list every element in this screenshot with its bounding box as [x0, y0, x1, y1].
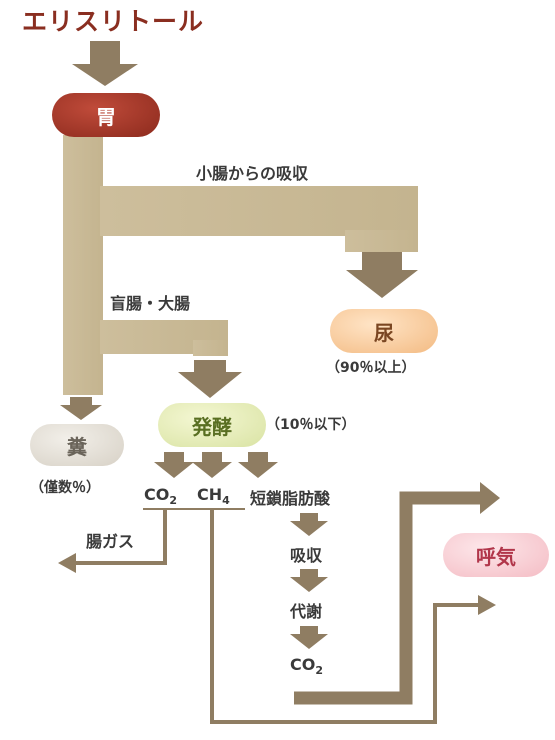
- arrow-to-urine: [346, 252, 418, 298]
- gas-flow-line: [75, 510, 167, 565]
- node-stomach: 胃: [52, 93, 160, 137]
- arrow-to-feces: [60, 397, 102, 420]
- co2-flow-line: [294, 491, 484, 705]
- arrow-absorb-metab: [290, 569, 328, 592]
- arrow-ferment-ch4: [192, 452, 232, 478]
- node-ferment: 発酵: [158, 403, 266, 447]
- branch-to-ferment: [193, 340, 228, 356]
- label-small-intestine: 小腸からの吸収: [196, 164, 309, 183]
- title: エリスリトール: [22, 7, 205, 36]
- gas-arrowhead: [58, 553, 76, 573]
- label-absorption: 吸収: [290, 546, 323, 565]
- arrow-ferment-co2: [154, 452, 194, 478]
- ch4-flow-line: [210, 510, 482, 724]
- label-ferment-percent: （10％以下）: [266, 417, 356, 433]
- co2-arrowhead: [480, 482, 500, 514]
- branch-small-intestine: [100, 186, 418, 236]
- arrow-title-to-stomach: [72, 41, 138, 86]
- branch-to-urine: [345, 230, 418, 252]
- label-urine-percent: （90％以上）: [326, 360, 416, 376]
- arrow-ferment-scfa: [238, 452, 278, 478]
- label-co2: CO2: [144, 485, 177, 508]
- node-feces: 糞: [30, 424, 124, 466]
- label-large-intestine: 盲腸・大腸: [110, 294, 191, 313]
- arrow-to-ferment: [178, 360, 242, 398]
- trunk-stomach-to-feces: [63, 135, 103, 395]
- label-scfa: 短鎖脂肪酸: [250, 489, 331, 508]
- label-ch4: CH4: [197, 485, 230, 508]
- label-metabolism: 代謝: [290, 602, 323, 621]
- node-breath: 呼気: [443, 533, 549, 577]
- gas-underline: [143, 508, 245, 510]
- ch4-arrowhead: [478, 595, 496, 615]
- label-intestinal-gas: 腸ガス: [86, 532, 135, 551]
- node-urine: 尿: [330, 309, 438, 353]
- arrow-scfa-absorb: [290, 513, 328, 536]
- label-co2-final: CO2: [290, 655, 323, 678]
- label-feces-percent: （僅数％）: [30, 480, 100, 496]
- arrow-metab-co2: [290, 626, 328, 649]
